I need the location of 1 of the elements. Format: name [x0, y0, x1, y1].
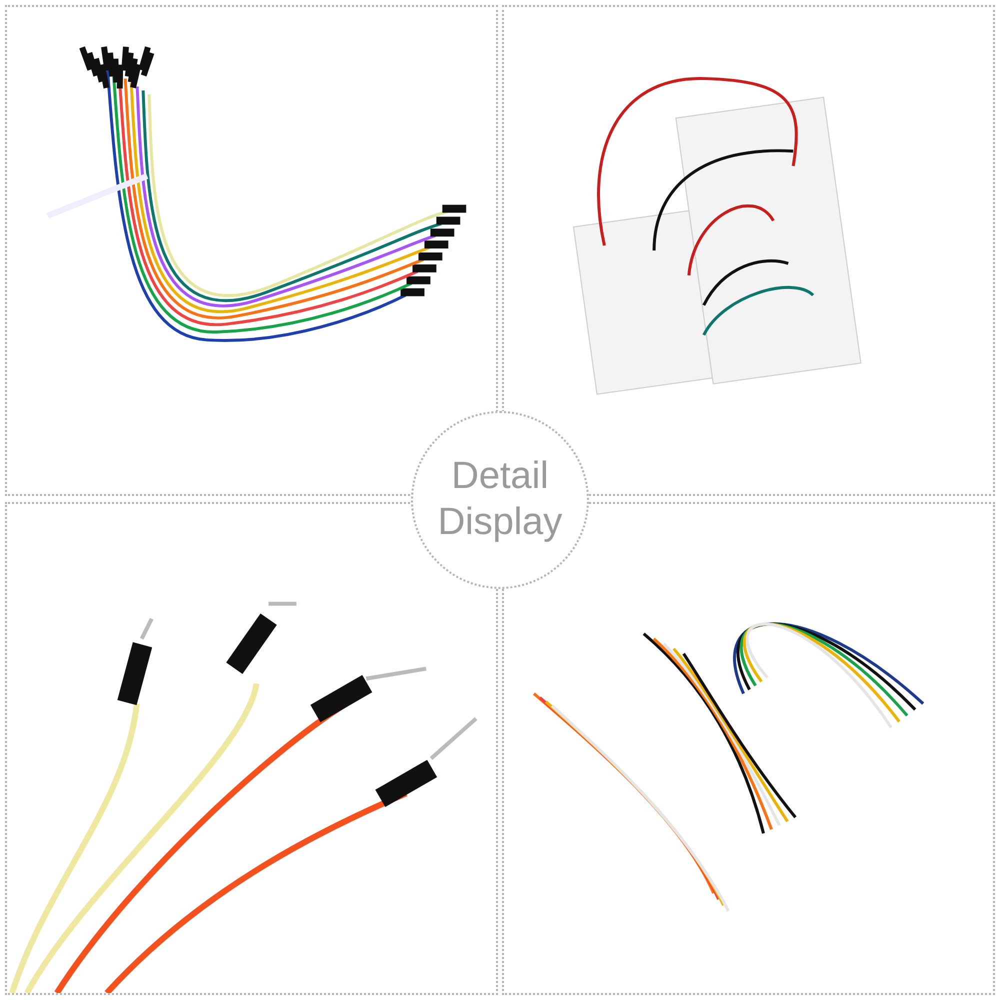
heading-text: Detail Display — [436, 454, 564, 545]
